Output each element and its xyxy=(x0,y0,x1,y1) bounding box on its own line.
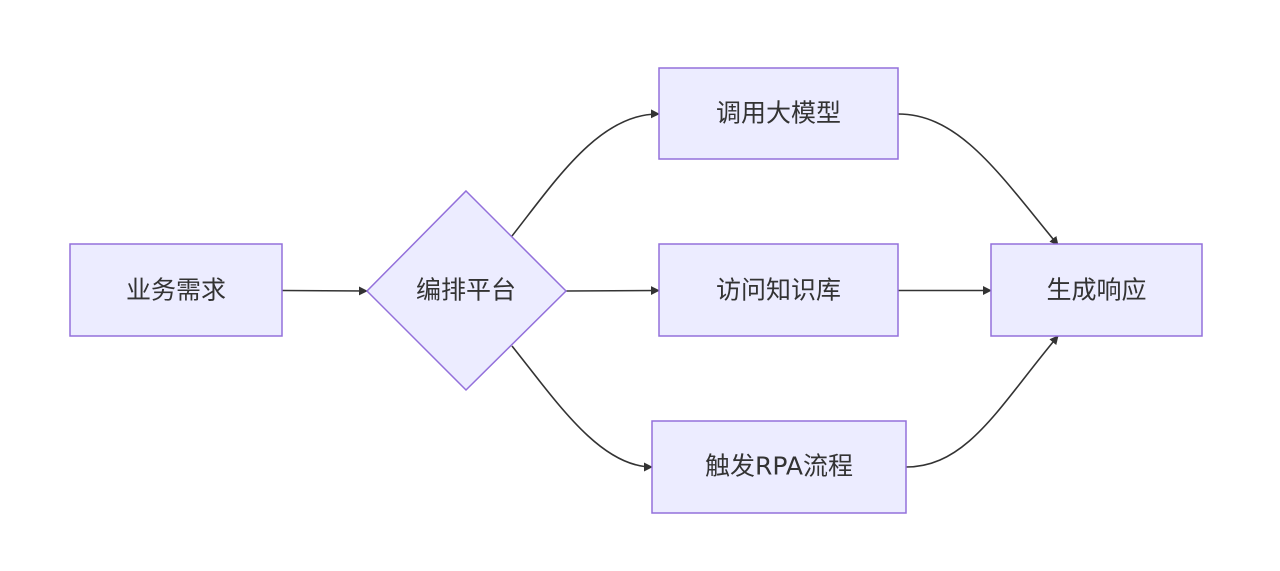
node-trigger-rpa: 触发RPA流程 xyxy=(651,420,907,514)
node-call-llm-label: 调用大模型 xyxy=(716,99,841,128)
edge-orchestration-to-trigger-rpa xyxy=(511,345,653,472)
node-business-need-box xyxy=(69,243,283,337)
node-call-llm: 调用大模型 xyxy=(658,67,899,160)
node-orchestration: 编排平台 xyxy=(365,189,568,392)
node-business-need-label: 业务需求 xyxy=(126,276,226,305)
node-trigger-rpa-label: 触发RPA流程 xyxy=(705,452,853,481)
node-generate-response-label: 生成响应 xyxy=(1046,276,1146,305)
node-access-kb-label: 访问知识库 xyxy=(716,276,841,305)
node-access-kb: 访问知识库 xyxy=(658,243,899,337)
edge-business-need-to-orchestration xyxy=(281,286,368,296)
edge-call-llm-to-generate-response xyxy=(897,113,1059,246)
node-generate-response: 生成响应 xyxy=(990,243,1203,337)
node-trigger-rpa-box xyxy=(651,420,907,514)
node-call-llm-box xyxy=(658,67,899,160)
node-business-need: 业务需求 xyxy=(69,243,283,337)
edge-trigger-rpa-to-generate-response xyxy=(905,335,1059,468)
node-access-kb-box xyxy=(658,243,899,337)
edge-orchestration-to-access-kb xyxy=(565,286,660,296)
node-orchestration-label: 编排平台 xyxy=(416,276,516,305)
node-orchestration-diamond xyxy=(365,189,568,392)
edges xyxy=(281,109,1059,472)
node-generate-response-box xyxy=(990,243,1203,337)
edge-orchestration-to-call-llm xyxy=(511,109,660,237)
